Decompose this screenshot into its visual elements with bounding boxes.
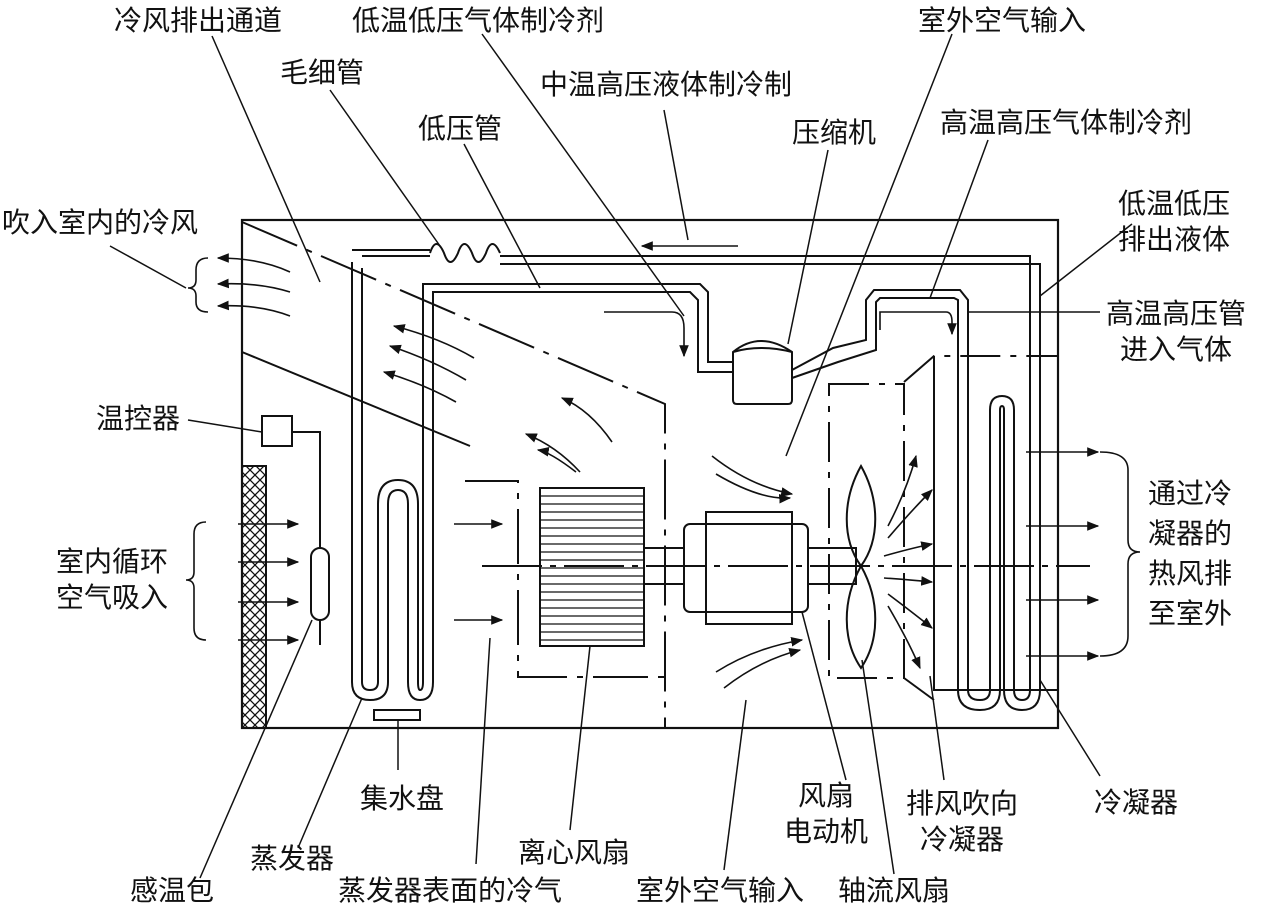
label-exhaust-to-condenser: 排风吹向 冷凝器 <box>906 786 1018 858</box>
condenser-frame-bottom <box>903 677 935 701</box>
label-line: 至室外 <box>1148 597 1233 630</box>
condenser-frame <box>903 355 1058 383</box>
liquid-line-outer <box>500 255 1031 702</box>
axial-fan-guard <box>828 383 905 679</box>
label-thermostat: 温控器 <box>96 402 181 435</box>
axial-fan-blade-top <box>845 463 877 568</box>
temperature-bulb <box>310 547 330 621</box>
label-high-temp-high-pressure-gas: 高温高压气体制冷剂 <box>940 106 1193 139</box>
cold-air-duct-wall-lower <box>241 351 471 447</box>
label-line: 空气吸入 <box>56 581 169 614</box>
label-line: 高温高压管 <box>1106 297 1247 330</box>
label-outdoor-air-input-top: 室外空气输入 <box>918 4 1087 37</box>
label-low-temp-low-pressure-gas: 低温低压气体制冷剂 <box>352 4 605 37</box>
airflow-arrows <box>216 241 1100 689</box>
fan-shroud <box>465 480 665 678</box>
brace-hot-air <box>1099 451 1141 657</box>
label-indoor-air-intake: 室内循环 空气吸入 <box>56 544 168 616</box>
label-line: 排风吹向 <box>906 787 1019 820</box>
condenser-frame-side <box>933 356 1058 691</box>
brace-cold-air <box>187 257 209 313</box>
label-mid-temp-high-pressure-liquid: 中温高压液体制冷制 <box>540 68 793 101</box>
label-condenser: 冷凝器 <box>1094 786 1179 819</box>
braces <box>185 257 1141 657</box>
label-axial-fan: 轴流风扇 <box>838 874 951 907</box>
label-outdoor-air-input-bottom: 室外空气输入 <box>636 874 805 907</box>
compressor-body <box>732 340 793 405</box>
label-compressor: 压缩机 <box>792 116 877 149</box>
label-line: 室内循环 <box>56 545 169 578</box>
label-evaporator-surface-cold-air: 蒸发器表面的冷气 <box>338 874 563 907</box>
label-line: 热风排 <box>1148 557 1233 590</box>
fan-motor-inner <box>705 511 793 625</box>
thermostat-wire <box>292 431 321 548</box>
label-low-temp-low-pressure-liquid: 低温低压 排出液体 <box>1118 186 1230 258</box>
label-line: 冷凝器 <box>920 823 1005 856</box>
label-capillary-tube: 毛细管 <box>280 56 365 89</box>
label-line: 进入气体 <box>1120 333 1233 366</box>
air-filter <box>241 465 267 729</box>
compressor-dome <box>732 347 793 353</box>
evaporator-coil-inner <box>361 268 733 692</box>
label-cold-air-into-room: 吹入室内的冷风 <box>2 206 199 239</box>
brace-indoor-intake <box>185 521 207 641</box>
cold-air-duct-wall-upper <box>241 221 666 728</box>
fan-motor-housing <box>683 523 809 613</box>
capillary-coil <box>429 243 501 263</box>
label-high-pressure-pipe-gas-in: 高温高压管 进入气体 <box>1106 296 1246 368</box>
label-condenser-hot-air-out: 通过冷 凝器的 热风排 至室外 <box>1148 474 1232 634</box>
label-drain-pan: 集水盘 <box>360 782 445 815</box>
label-centrifugal-fan: 离心风扇 <box>518 836 631 869</box>
label-fan-motor: 风扇 电动机 <box>784 778 868 850</box>
centrifugal-fan-slats <box>540 495 644 641</box>
evaporator-coil-outer <box>351 262 733 702</box>
label-line: 风扇 <box>798 779 855 812</box>
label-evaporator: 蒸发器 <box>250 842 335 875</box>
drain-pan <box>373 709 421 721</box>
axial-fan-blade-bottom <box>845 563 877 670</box>
label-line: 通过冷 <box>1148 477 1233 510</box>
liquid-line-inner <box>500 263 1041 712</box>
label-temperature-bulb: 感温包 <box>130 874 215 907</box>
label-line: 凝器的 <box>1148 517 1233 550</box>
label-line: 低温低压 <box>1118 187 1231 220</box>
label-cold-air-duct: 冷风排出通道 <box>114 4 283 37</box>
label-line: 排出液体 <box>1118 223 1231 256</box>
label-low-pressure-pipe: 低压管 <box>418 112 503 145</box>
unit-casing <box>240 218 1060 730</box>
label-line: 电动机 <box>784 815 869 848</box>
leader-lines <box>109 33 1133 879</box>
thermostat-box <box>261 415 293 447</box>
